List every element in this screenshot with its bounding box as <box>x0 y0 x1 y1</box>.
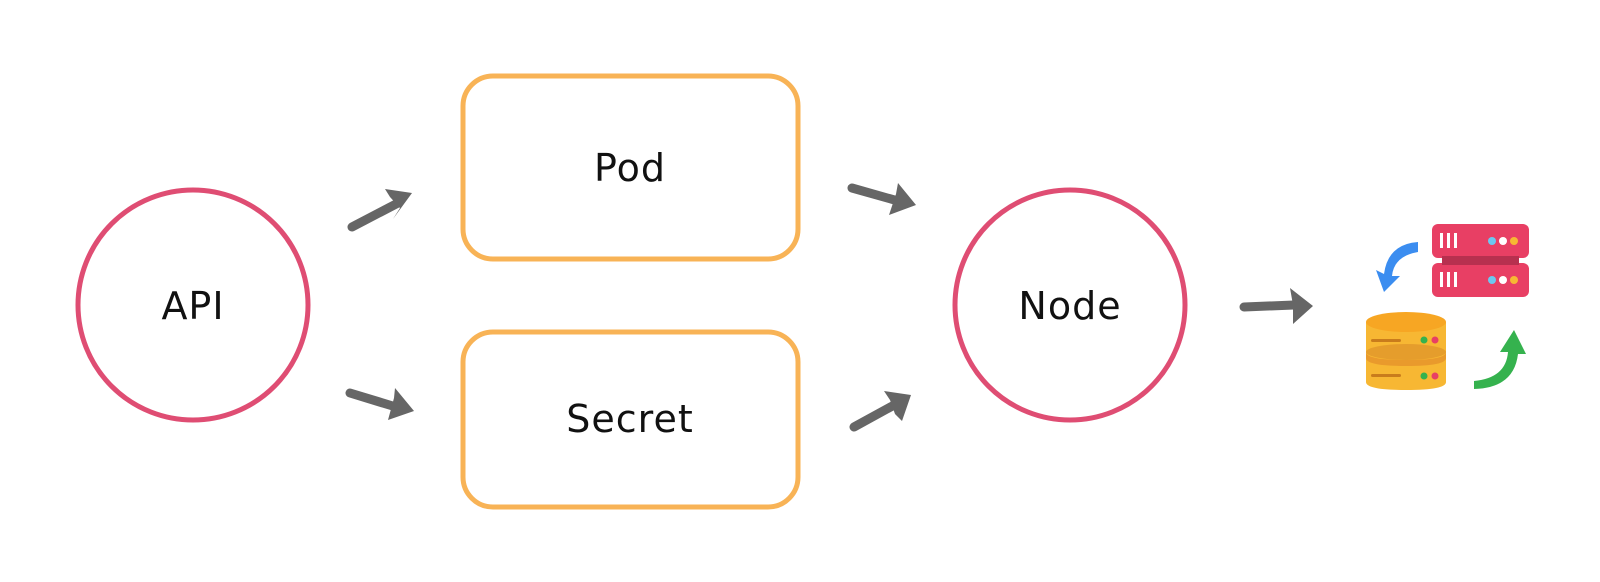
edge-api-to-secret <box>345 388 414 420</box>
arrow-head-icon <box>388 388 414 420</box>
api-label: API <box>161 284 224 328</box>
server-database-sync-icon <box>1366 224 1529 390</box>
secret-box <box>460 329 801 510</box>
pod-box <box>460 73 801 262</box>
edge-secret-to-node <box>849 391 911 432</box>
arrow-head-icon <box>889 183 916 215</box>
node-node: Node <box>952 187 1188 423</box>
database-icon <box>1366 312 1446 390</box>
arrow-head-icon <box>884 391 911 421</box>
api-circle <box>75 187 311 423</box>
secret-node: Secret <box>460 329 801 510</box>
arrow-head-icon <box>385 189 412 219</box>
api-node: API <box>75 187 311 423</box>
node-circle <box>952 187 1188 423</box>
server-icon <box>1432 224 1529 297</box>
secret-label: Secret <box>566 397 693 441</box>
sync-arrow-blue-icon <box>1376 242 1418 292</box>
arrow-head-icon <box>1290 288 1313 324</box>
edge-node-to-storage <box>1239 288 1313 324</box>
node-label: Node <box>1018 284 1121 328</box>
sync-arrow-green-icon <box>1474 330 1526 389</box>
edge-api-to-pod <box>347 189 412 232</box>
pod-node: Pod <box>460 73 801 262</box>
edge-pod-to-node <box>847 183 916 215</box>
pod-label: Pod <box>594 146 666 190</box>
